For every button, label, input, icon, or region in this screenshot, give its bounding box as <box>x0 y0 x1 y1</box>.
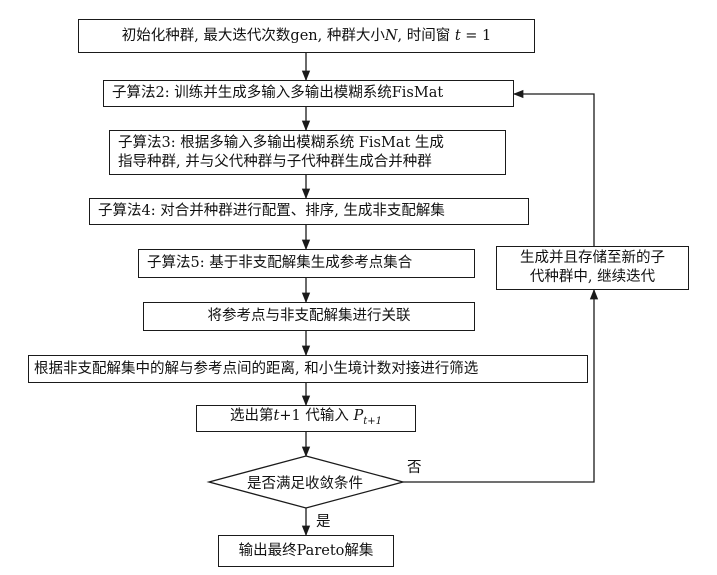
select-subscript: t+1 <box>363 415 382 427</box>
select-var-t: t <box>273 407 280 424</box>
step-subalgorithm-2: 子算法2: 训练并生成多输入多输出模糊系统FisMat <box>103 80 514 107</box>
init-text-c: = 1 <box>460 27 492 44</box>
select-text-b: +1 代输入 <box>279 407 354 424</box>
init-text-b: , 时间窗 <box>397 27 451 44</box>
step-select-next-input: 选出第t+1 代输入 Pt+1 <box>196 405 416 432</box>
s2-text: 子算法2: 训练并生成多输入多输出模糊系统FisMat <box>112 85 444 101</box>
filter-text: 根据非支配解集中的解与参考点间的距离, 和小生境计数对接进行筛选 <box>34 360 479 377</box>
label-no: 否 <box>407 460 422 476</box>
side-store-offspring: 生成并且存储至新的子 代种群中, 继续迭代 <box>496 246 689 290</box>
select-var-p: P <box>353 407 364 424</box>
output-text: 输出最终Pareto解集 <box>238 542 374 559</box>
step-filter: 根据非支配解集中的解与参考点间的距离, 和小生境计数对接进行筛选 <box>28 355 588 383</box>
decision-text: 是否满足收敛条件 <box>247 475 363 492</box>
associate-text: 将参考点与非支配解集进行关联 <box>207 308 411 324</box>
decision-diamond <box>206 455 406 509</box>
step-subalgorithm-4: 子算法4: 对合并种群进行配置、排序, 生成非支配解集 <box>89 198 529 225</box>
side-line-2: 代种群中, 继续迭代 <box>529 269 656 285</box>
init-var-n: N <box>384 27 398 44</box>
step-output: 输出最终Pareto解集 <box>218 535 394 567</box>
init-text-a: 初始化种群, 最大迭代次数gen, 种群大小 <box>121 27 385 44</box>
side-line-1: 生成并且存储至新的子 <box>520 250 665 266</box>
step-initialize: 初始化种群, 最大迭代次数gen, 种群大小N, 时间窗 t = 1 <box>78 19 535 53</box>
label-yes: 是 <box>316 514 331 530</box>
s5-text: 子算法5: 基于非支配解集生成参考点集合 <box>147 255 413 271</box>
select-text-a: 选出第 <box>230 407 274 424</box>
s3-line-2: 指导种群, 并与父代种群与子代种群生成合并种群 <box>118 153 432 170</box>
init-var-t: t <box>454 27 461 44</box>
step-subalgorithm-3: 子算法3: 根据多输入多输出模糊系统 FisMat 生成 指导种群, 并与父代种… <box>109 130 506 175</box>
step-associate: 将参考点与非支配解集进行关联 <box>143 302 475 331</box>
decision-convergence: 是否满足收敛条件 <box>207 469 403 495</box>
arrow-side-to-s2 <box>512 89 595 246</box>
s3-line-1: 子算法3: 根据多输入多输出模糊系统 FisMat 生成 <box>118 134 444 151</box>
step-subalgorithm-5: 子算法5: 基于非支配解集生成参考点集合 <box>138 249 475 278</box>
s4-text: 子算法4: 对合并种群进行配置、排序, 生成非支配解集 <box>98 203 445 219</box>
arrow-decision-no-to-side <box>403 288 599 483</box>
